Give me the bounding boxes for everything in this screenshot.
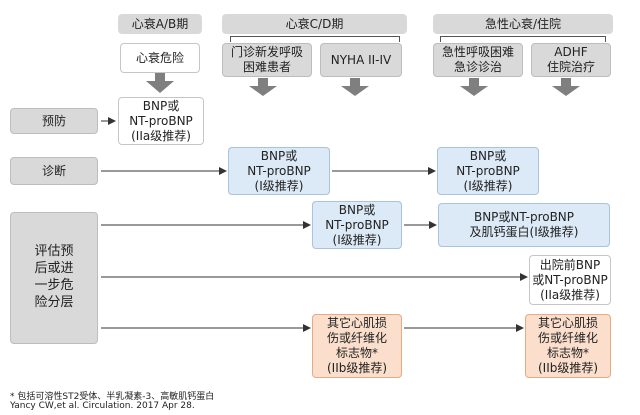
- row-label-diagnosis: 诊断: [10, 157, 98, 185]
- down-arrow-acute-1: [460, 78, 488, 96]
- box-prevention-bnp: BNP或 NT-proBNP (IIa级推荐): [118, 97, 204, 145]
- stage-sub-cd-nyha: NYHA II-IV: [320, 43, 402, 77]
- footnote-citation: Yancy CW,et al. Circulation. 2017 Apr 28…: [10, 401, 195, 411]
- box-risk-acute-bnp-troponin: BNP或NT-proBNP 及肌钙蛋白(I级推荐): [438, 203, 610, 247]
- stage-sub-acute-er: 急性呼吸困难 急诊诊治: [433, 43, 523, 77]
- stage-header-ab: 心衰A/B期: [118, 14, 202, 34]
- bracket-cd: [230, 36, 400, 42]
- box-risk-cd-bnp: BNP或 NT-proBNP (I级推荐): [312, 201, 402, 249]
- stage-header-acute: 急性心衰/住院: [433, 14, 613, 34]
- stage-sub-acute-adhf: ADHF 住院治疗: [531, 43, 611, 77]
- down-arrow-cd-1: [249, 78, 277, 96]
- stage-sub-ab-risk: 心衰危险: [120, 43, 200, 73]
- row-label-prevention: 预防: [10, 108, 98, 134]
- box-diagnosis-cd-bnp: BNP或 NT-proBNP (I级推荐): [228, 147, 330, 195]
- box-diagnosis-acute-bnp: BNP或 NT-proBNP (I级推荐): [437, 147, 539, 195]
- box-risk-other-markers-acute: 其它心肌损 伤或纤维化 标志物* (IIb级推荐): [525, 314, 611, 378]
- row-label-risk-stratification: 评估预 后或进 一步危 险分层: [10, 212, 98, 344]
- stage-header-cd: 心衰C/D期: [222, 14, 407, 34]
- box-risk-predischarge-bnp: 出院前BNP 或NT-proBNP (IIa级推荐): [529, 255, 611, 305]
- footnote-markers: * 包括可溶性ST2受体、半乳凝素-3、高敏肌钙蛋白: [10, 392, 215, 402]
- down-arrow-cd-2: [341, 78, 369, 96]
- down-arrow-acute-2: [552, 78, 580, 96]
- down-arrow-ab: [146, 72, 174, 93]
- bracket-acute: [440, 36, 606, 42]
- box-risk-other-markers-cd: 其它心肌损 伤或纤维化 标志物* (IIb级推荐): [312, 314, 402, 378]
- stage-sub-cd-outpatient: 门诊新发呼吸 困难患者: [222, 43, 312, 77]
